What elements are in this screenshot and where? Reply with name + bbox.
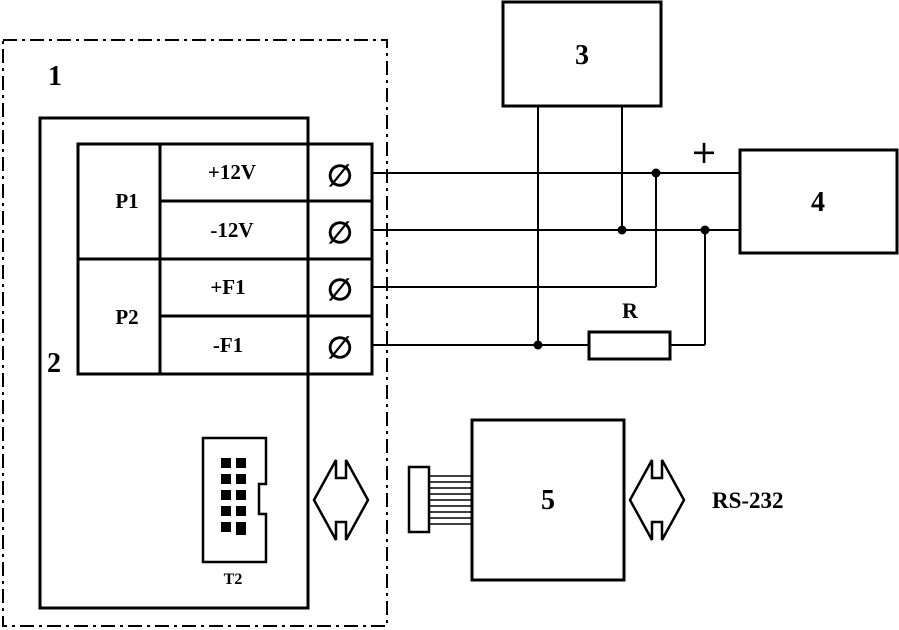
label-block-5: 5 xyxy=(541,485,555,516)
block-4 xyxy=(738,148,899,255)
controller-2-border xyxy=(38,116,310,610)
screw-terminal-symbol: ∅ xyxy=(327,160,353,193)
ribbon-plug xyxy=(407,465,431,534)
junction-dot xyxy=(700,225,710,235)
bidirectional-arrow-icon xyxy=(628,459,686,541)
junction-dot xyxy=(533,340,543,350)
terminal-label-minus12v: -12V xyxy=(210,218,253,242)
plus-sign: + xyxy=(691,133,718,171)
screw-terminal-symbol: ∅ xyxy=(327,274,353,307)
label-enclosure-1: 1 xyxy=(48,61,62,92)
screw-terminal-symbol: ∅ xyxy=(327,332,353,365)
terminal-label-minusf1: -F1 xyxy=(213,333,243,357)
label-resistor: R xyxy=(622,298,639,323)
block-3 xyxy=(501,0,663,108)
junction-dot xyxy=(651,168,661,178)
label-block-3: 3 xyxy=(575,40,589,71)
bidirectional-arrow-icon xyxy=(312,459,370,541)
terminal-label-plus12v: +12V xyxy=(208,160,256,184)
relay-p2-label: P2 xyxy=(115,305,138,329)
connector-t2-pins xyxy=(221,458,246,535)
block-5 xyxy=(470,418,626,582)
connector-t2-label: T2 xyxy=(224,571,243,588)
ribbon-cable xyxy=(429,475,472,525)
junction-dot xyxy=(617,225,627,235)
resistor-r xyxy=(587,330,672,361)
label-block-4: 4 xyxy=(811,187,825,218)
terminal-label-plusf1: +F1 xyxy=(210,275,245,299)
relay-p1-label: P1 xyxy=(115,189,138,213)
label-controller-2: 2 xyxy=(47,348,61,379)
label-rs232: RS-232 xyxy=(712,488,784,513)
connector-t2-housing xyxy=(201,436,268,564)
enclosure-1-border xyxy=(2,39,388,627)
screw-terminal-symbol: ∅ xyxy=(327,217,353,250)
